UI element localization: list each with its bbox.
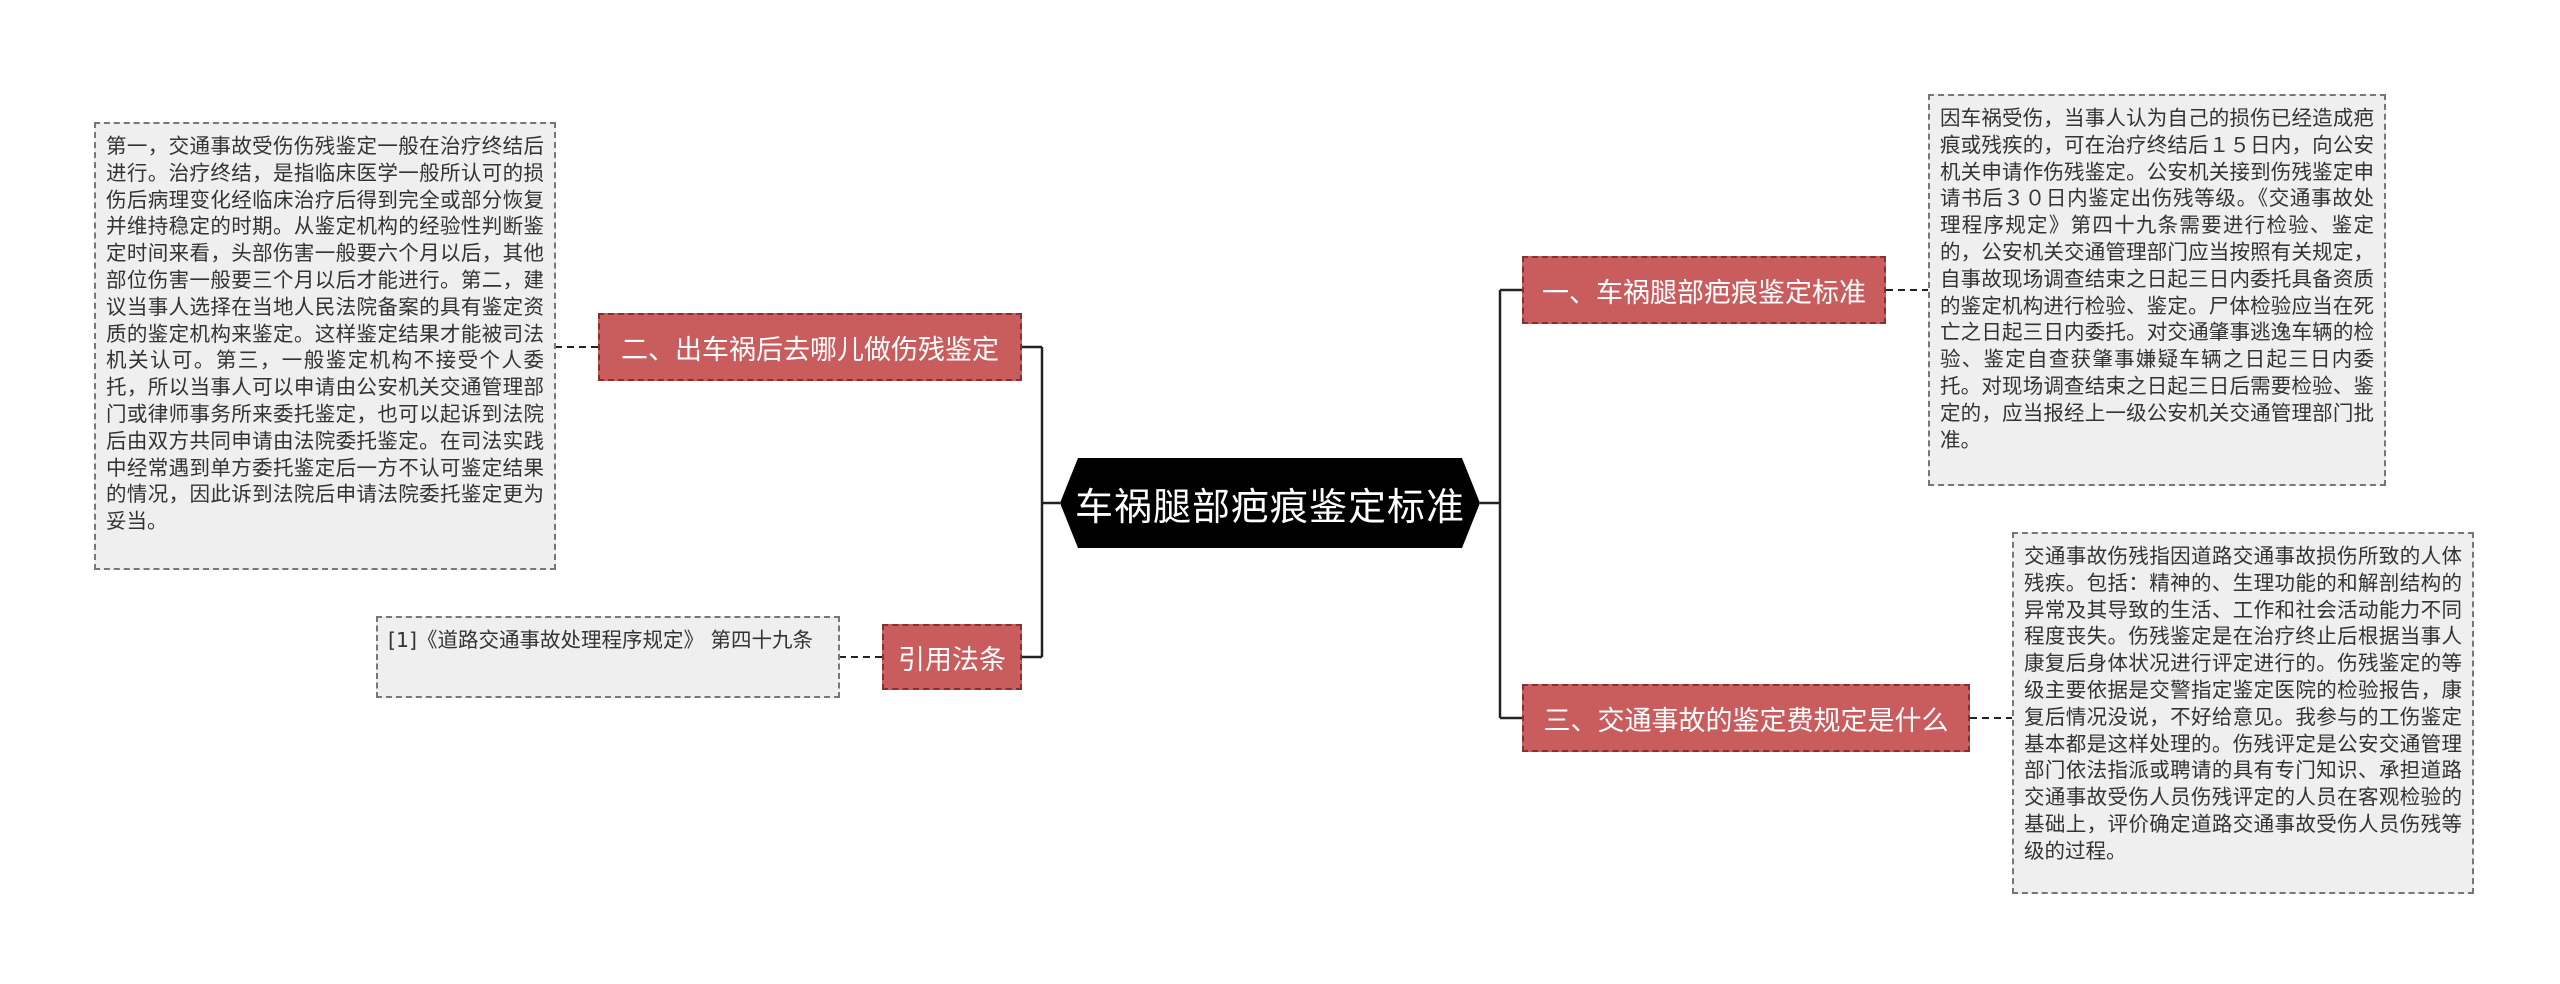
topic-where-disability-appraisal[interactable]: 二、出车祸后去哪儿做伤残鉴定 (598, 313, 1022, 381)
topic-label: 二、出车祸后去哪儿做伤残鉴定 (621, 334, 999, 366)
topic-appraisal-fee-rules[interactable]: 三、交通事故的鉴定费规定是什么 (1522, 684, 1970, 752)
detail-note-cited-law: [1]《道路交通事故处理程序规定》 第四十九条 (376, 616, 840, 698)
central-topic[interactable]: 车祸腿部疤痕鉴定标准 (1060, 458, 1480, 548)
detail-note-where-disability-appraisal: 第一，交通事故受伤伤残鉴定一般在治疗终结后进行。治疗终结，是指临床医学一般所认可… (94, 122, 556, 570)
topic-leg-scar-standard[interactable]: 一、车祸腿部疤痕鉴定标准 (1522, 256, 1886, 324)
detail-note-appraisal-fee-rules: 交通事故伤残指因道路交通事故损伤所致的人体残疾。包括：精神的、生理功能的和解剖结… (2012, 532, 2474, 894)
topic-label: 三、交通事故的鉴定费规定是什么 (1543, 705, 1949, 737)
central-topic-label: 车祸腿部疤痕鉴定标准 (1074, 484, 1465, 529)
topic-label: 一、车祸腿部疤痕鉴定标准 (1542, 277, 1866, 309)
detail-note-leg-scar-standard: 因车祸受伤，当事人认为自己的损伤已经造成疤痕或残疾的，可在治疗终结后１５日内，向… (1928, 94, 2386, 486)
topic-cited-law[interactable]: 引用法条 (882, 624, 1022, 690)
topic-label: 引用法条 (898, 644, 1006, 676)
